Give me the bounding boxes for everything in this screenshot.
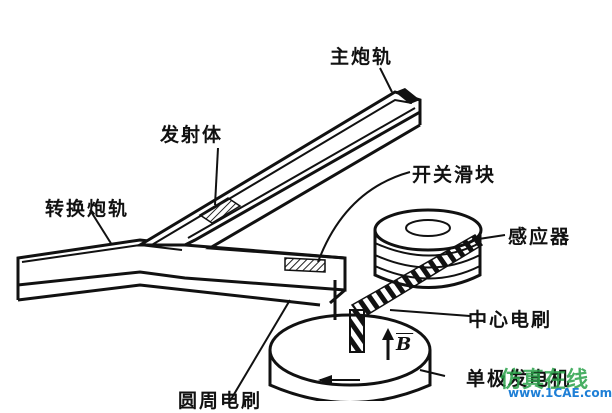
label-projectile: 发射体: [160, 124, 224, 146]
projectile: [198, 197, 242, 224]
leader-lines: [89, 67, 506, 401]
label-magnetic-field: B: [396, 334, 414, 355]
switch-rail: [16, 238, 347, 307]
watermark-url: www.1CAE.com: [508, 386, 612, 400]
label-switch-rail: 转换炮轨: [45, 198, 130, 220]
center-brush-post: [349, 309, 365, 353]
magnetic-field-arrow: [382, 328, 394, 360]
label-bottom-cut: 圆周电刷: [178, 390, 263, 412]
label-unipolar-generator: 单极发电机: [466, 368, 572, 390]
label-switch-slider: 开关滑块: [412, 164, 497, 186]
label-main-rail: 主炮轨: [330, 46, 394, 68]
main-rail: [134, 88, 422, 260]
switch-slider: [284, 257, 326, 273]
watermark-site-cn: 仿真在线: [500, 368, 589, 393]
label-center-brush: 中心电刷: [468, 309, 553, 331]
railgun-diagram: [16, 67, 506, 401]
label-inductor: 感应器: [508, 226, 572, 248]
